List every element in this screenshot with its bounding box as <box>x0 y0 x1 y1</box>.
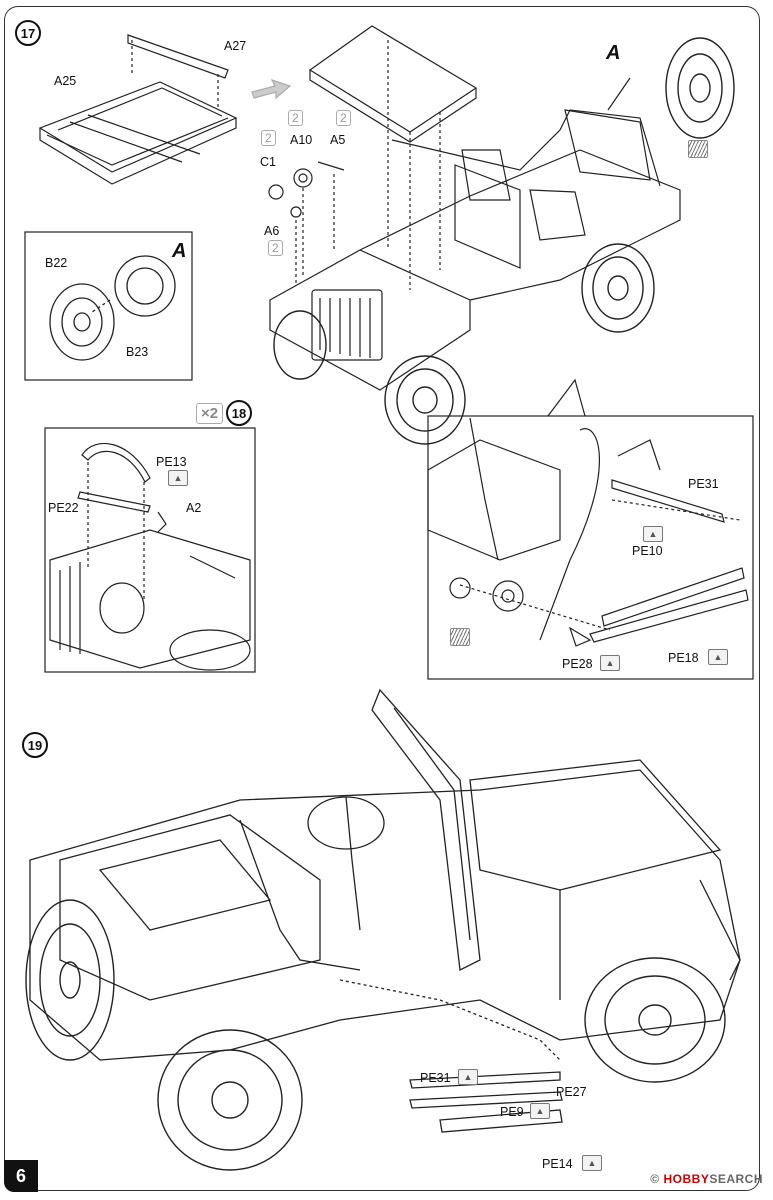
part-label-pe31: PE31 <box>420 1071 451 1085</box>
step18-qty: ×2 <box>196 403 224 424</box>
page-number: 6 <box>4 1160 38 1192</box>
part-label-a2: A2 <box>186 501 202 515</box>
step18-qty-value: 2 <box>209 405 219 422</box>
part-label-pe10: PE10 <box>632 544 663 558</box>
part-label-a5: A5 <box>330 133 346 147</box>
step-18-number: 18 <box>226 400 252 426</box>
watermark-brand: HOBBY <box>663 1172 710 1186</box>
step18-parts <box>49 442 251 671</box>
instruction-page-frame <box>4 6 760 1191</box>
qty-marker: 2 <box>288 110 303 126</box>
decal-hatch-icon <box>688 140 708 158</box>
qty-marker: 2 <box>261 130 276 146</box>
detail-box <box>427 415 754 680</box>
part-label-pe31-detail: PE31 <box>688 477 719 491</box>
part-label-pe18: PE18 <box>668 651 699 665</box>
inset-letter-a: A <box>172 240 187 262</box>
watermark-suffix: SEARCH <box>709 1172 763 1186</box>
inset-wheel-box <box>24 231 193 381</box>
part-label-pe22: PE22 <box>48 501 79 515</box>
inset-wheel-parts <box>49 255 176 361</box>
photo-etch-up-arrow-icon: ▲ <box>168 470 188 486</box>
qty-marker: 2 <box>336 110 351 126</box>
part-label-pe14: PE14 <box>542 1157 573 1171</box>
part-label-pe13: PE13 <box>156 455 187 469</box>
photo-etch-up-arrow-icon: ▲ <box>582 1155 602 1171</box>
part-label-c1: C1 <box>260 155 276 169</box>
photo-etch-up-arrow-icon: ▲ <box>643 526 663 542</box>
photo-etch-up-arrow-icon: ▲ <box>530 1103 550 1119</box>
step-19-number: 19 <box>22 732 48 758</box>
jeep-body-step19 <box>29 688 741 1133</box>
photo-etch-up-arrow-icon: ▲ <box>708 649 728 665</box>
part-label-a25: A25 <box>54 74 77 88</box>
qty-marker: 2 <box>268 240 283 256</box>
decal-hatch-icon <box>450 628 470 646</box>
wheels-step19 <box>25 899 726 1171</box>
part-label-b23: B23 <box>126 345 149 359</box>
part-label-pe9: PE9 <box>500 1105 524 1119</box>
detail-parts <box>427 417 749 647</box>
part-label-a6: A6 <box>264 224 280 238</box>
part-label-b22: B22 <box>45 256 68 270</box>
part-label-pe28: PE28 <box>562 657 593 671</box>
part-label-pe27: PE27 <box>556 1085 587 1099</box>
jeep-body-step17 <box>269 109 681 391</box>
step-17-number: 17 <box>15 20 41 46</box>
step18-box <box>44 427 256 673</box>
photo-etch-up-arrow-icon: ▲ <box>600 655 620 671</box>
windshield-frame-part <box>38 34 238 185</box>
wheels-step17 <box>273 37 735 445</box>
part-label-a10: A10 <box>290 133 313 147</box>
part-label-a27: A27 <box>224 39 247 53</box>
top-panel-part <box>308 25 478 290</box>
detail-letter-a: A <box>606 42 621 64</box>
detail-callout <box>547 378 586 417</box>
photo-etch-up-arrow-icon: ▲ <box>458 1069 478 1085</box>
watermark: © HOBBYSEARCH <box>650 1172 763 1186</box>
